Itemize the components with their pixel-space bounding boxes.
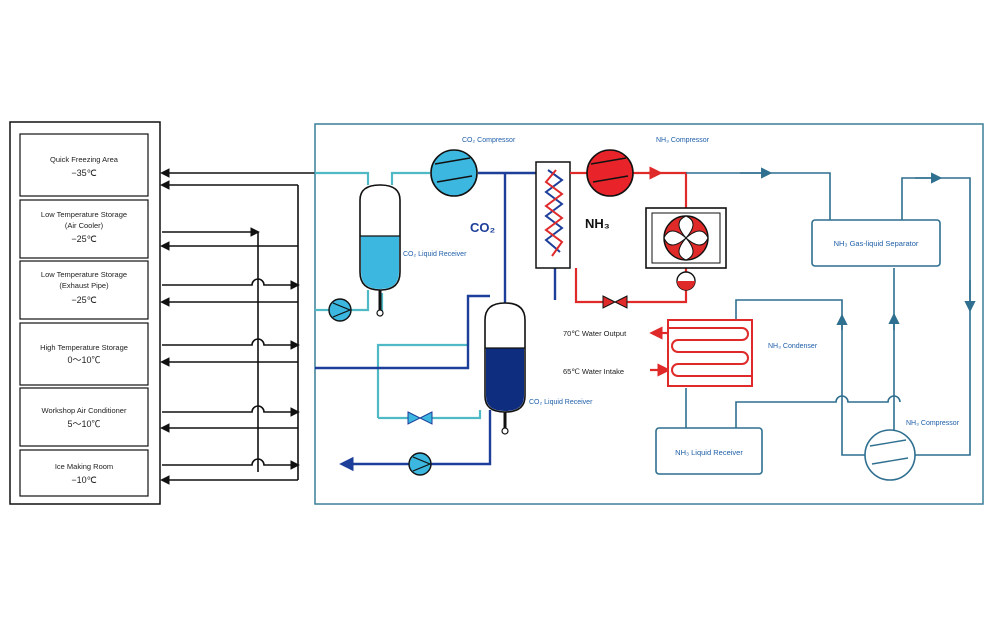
nh3-separator-box — [811, 219, 941, 267]
zone-5-name: Workshop Air Conditioner — [42, 406, 127, 415]
nh3-compressor-right — [864, 429, 916, 481]
co2-liquid-receiver-lower-label: CO₂ Liquid Receiver — [529, 399, 593, 406]
co2-label: CO₂ — [470, 220, 496, 235]
manifold-lines — [160, 168, 315, 485]
zone-panel — [9, 121, 161, 505]
zone-4-temp: 0～10℃ — [67, 355, 100, 365]
co2-liquid-receiver-lower — [484, 302, 526, 435]
co2-compressor — [430, 149, 478, 197]
co2-expansion-valve — [407, 411, 433, 425]
zone-3-subname: (Exhaust Pipe) — [59, 281, 109, 290]
zone-2-temp: −25℃ — [71, 234, 96, 244]
nh3-label: NH₃ — [585, 216, 610, 231]
zone-5-temp: 5～10℃ — [67, 419, 100, 429]
co2-liquid-receiver-upper — [359, 184, 401, 317]
nh3-low-loop — [685, 167, 976, 458]
nh3-compressor-top-label: NH₃ Compressor — [656, 137, 710, 144]
nh3-separator-label: NH₃ Gas-liquid Separator — [834, 239, 919, 248]
zone-4-name: High Temperature Storage — [40, 343, 128, 352]
nh3-compressor-right-label: NH₃ Compressor — [906, 420, 960, 427]
water-intake-label: 65℃ Water Intake — [563, 367, 624, 376]
cascade-heat-exchanger — [535, 161, 571, 269]
co2-compressor-label: CO₂ Compressor — [462, 137, 516, 144]
zone-1-temp: −35℃ — [71, 168, 96, 178]
nh3-liquid-receiver-box — [655, 427, 763, 475]
zone-3-temp: −25℃ — [71, 295, 96, 305]
nh3-air-condenser — [645, 207, 727, 291]
zone-1-name: Quick Freezing Area — [50, 155, 119, 164]
water-output-label: 70℃ Water Output — [563, 329, 627, 338]
nh3-condenser-label: NH₃ Condenser — [768, 343, 818, 350]
water-heat-exchanger — [667, 319, 753, 387]
nh3-liquid-receiver-label: NH₃ Liquid Receiver — [675, 448, 743, 457]
nh3-compressor-red — [586, 149, 634, 197]
co2-pump-upper — [328, 298, 352, 322]
nh3-expansion-valve — [602, 295, 628, 309]
zone-6-name: Ice Making Room — [55, 462, 113, 471]
zone-2-name: Low Temperature Storage — [41, 210, 127, 219]
co2-high-loop — [315, 171, 571, 472]
zone-3-name: Low Temperature Storage — [41, 270, 127, 279]
zone-6-temp: −10℃ — [71, 475, 96, 485]
system-frame — [314, 123, 984, 505]
co2-liquid-receiver-upper-label: CO₂ Liquid Receiver — [403, 251, 467, 258]
zone-2-subname: (Air Cooler) — [65, 221, 104, 230]
co2-pump-lower — [408, 452, 432, 476]
